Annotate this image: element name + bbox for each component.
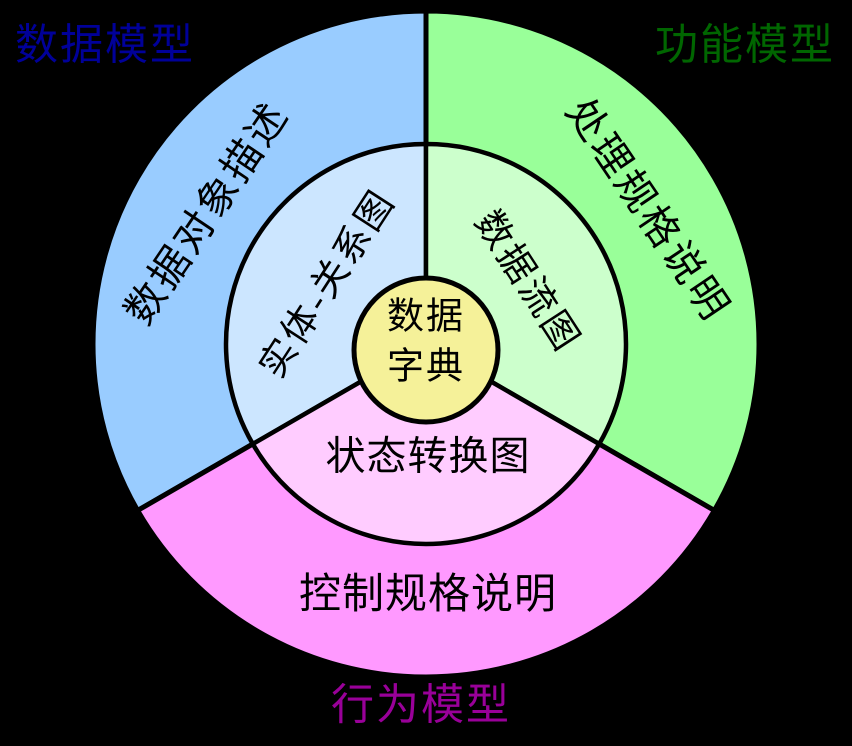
outer-label-control-specification: 控制规格说明	[299, 572, 557, 618]
corner-label-functional-model: 功能模型	[655, 23, 835, 70]
inner-sector-state-transition-diagram	[250, 341, 602, 547]
center-label-line2: 字典	[387, 346, 465, 388]
center-label-line1: 数据	[387, 296, 465, 338]
data-dictionary-circle	[351, 275, 501, 425]
corner-label-behavioral-model: 行为模型	[331, 683, 511, 730]
inner-label-state-transition-diagram: 状态转换图	[326, 434, 531, 479]
corner-label-data-model: 数据模型	[15, 23, 195, 70]
